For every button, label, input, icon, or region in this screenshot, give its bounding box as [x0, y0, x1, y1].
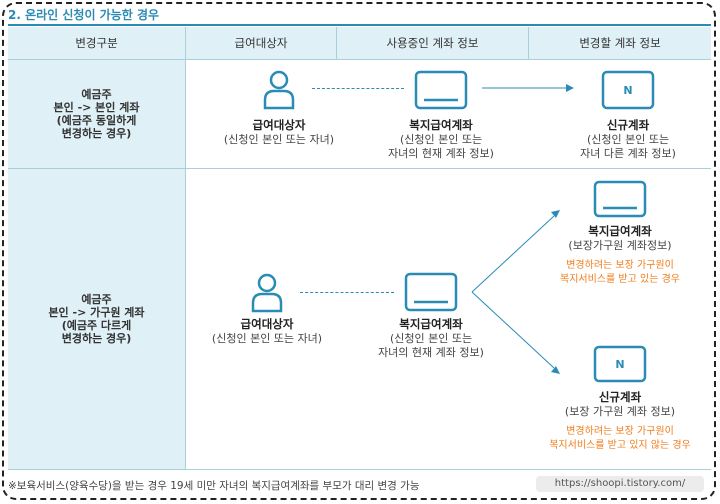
- category-line: (예금주 다르게: [61, 319, 132, 332]
- header-col-new-account: 변경할 계좌 정보: [529, 27, 711, 59]
- label-desc: 자녀 다른 계좌 정보): [580, 147, 676, 160]
- new-account-card-icon: N: [593, 345, 647, 383]
- person-icon: [251, 273, 283, 313]
- row1-category: 예금주 본인 -> 본인 계좌 (예금주 동일하게 변경하는 경우): [8, 60, 185, 168]
- category-line: 예금주: [81, 88, 112, 101]
- card-letter: N: [615, 358, 624, 371]
- label-desc: (신청인 본인 또는: [586, 133, 670, 146]
- header-divider: [336, 27, 337, 59]
- row2-current-account-label: 복지급여계좌 (신청인 본인 또는 자녀의 현재 계좌 정보): [356, 316, 506, 360]
- label-desc: 자녀의 현재 계좌 정보): [378, 346, 484, 359]
- title-underline: [8, 24, 711, 26]
- header-col-current-account: 사용중인 계좌 정보: [337, 27, 528, 59]
- label-desc: (신청인 본인 또는: [399, 133, 483, 146]
- row1-current-account-label: 복지급여계좌 (신청인 본인 또는 자녀의 현재 계좌 정보): [366, 117, 516, 161]
- dashed-connector: [312, 88, 404, 89]
- watermark: https://shoopi.tistory.com/: [536, 476, 704, 492]
- branch-arrows-icon: [471, 210, 560, 374]
- category-line: 변경하는 경우): [61, 127, 132, 140]
- row2-beneficiary-label: 급여대상자 (신청인 본인 또는 자녀): [194, 316, 340, 346]
- row-divider: [8, 469, 711, 470]
- category-line: (예금주 동일하게: [56, 114, 137, 127]
- arrow-right-icon: [482, 84, 574, 92]
- row2-category: 예금주 본인 -> 가구원 계좌 (예금주 다르게 변경하는 경우): [8, 169, 185, 469]
- label-desc: (보장가구원 계좌정보): [568, 239, 672, 252]
- column-divider: [185, 60, 186, 469]
- label-title: 신규계좌: [606, 118, 650, 132]
- dashed-connector: [300, 292, 394, 293]
- row1-new-account-label: 신규계좌 (신청인 본인 또는 자녀 다른 계좌 정보): [556, 117, 700, 161]
- condition-note: 복지서비스를 받고 있는 경우: [560, 274, 680, 285]
- category-line: 본인 -> 본인 계좌: [53, 101, 140, 114]
- category-line: 예금주: [81, 293, 112, 306]
- row1-beneficiary-label: 급여대상자 (신청인 본인 또는 자녀): [206, 117, 352, 147]
- footnote: ※보육서비스(양육수당)을 받는 경우 19세 미만 자녀의 복지급여계좌를 부…: [8, 480, 420, 492]
- dashed-frame: [2, 2, 716, 500]
- label-desc: 자녀의 현재 계좌 정보): [388, 147, 494, 160]
- header-col-beneficiary: 급여대상자: [186, 27, 336, 59]
- account-card-icon: [414, 70, 468, 110]
- row2-welfare-account-label: 복지급여계좌 (보장가구원 계좌정보) 변경하려는 보장 가구원이 복지서비스를…: [540, 223, 700, 287]
- condition-note: 변경하려는 보장 가구원이: [566, 426, 674, 437]
- label-title: 복지급여계좌: [588, 224, 652, 238]
- label-title: 급여대상자: [252, 118, 306, 132]
- welfare-account-card-icon: [593, 180, 647, 218]
- category-line: 본인 -> 가구원 계좌: [48, 306, 145, 319]
- label-desc: (신청인 본인 또는 자녀): [223, 133, 335, 146]
- section-title: 2. 온라인 신청이 가능한 경우: [8, 8, 160, 22]
- row2-new-account-label: 신규계좌 (보장 가구원 계좌 정보) 변경하려는 보장 가구원이 복지서비스를…: [540, 389, 700, 453]
- condition-note: 복지서비스를 받고 있지 않는 경우: [549, 440, 691, 451]
- label-desc: (보장 가구원 계좌 정보): [564, 405, 676, 418]
- category-line: 변경하는 경우): [61, 332, 132, 345]
- label-title: 복지급여계좌: [409, 118, 473, 132]
- header-divider: [185, 27, 186, 59]
- row-divider: [8, 168, 711, 169]
- card-letter: N: [623, 84, 632, 97]
- condition-note: 변경하려는 보장 가구원이: [566, 260, 674, 271]
- label-desc: (신청인 본인 또는 자녀): [211, 332, 323, 345]
- label-title: 급여대상자: [240, 317, 294, 331]
- row-divider: [8, 59, 711, 60]
- person-icon: [263, 70, 295, 110]
- label-title: 복지급여계좌: [399, 317, 463, 331]
- label-desc: (신청인 본인 또는: [389, 332, 473, 345]
- label-title: 신규계좌: [598, 390, 642, 404]
- new-account-card-icon: N: [601, 70, 655, 110]
- header-divider: [528, 27, 529, 59]
- header-col-category: 변경구분: [8, 27, 185, 59]
- account-card-icon: [404, 272, 458, 312]
